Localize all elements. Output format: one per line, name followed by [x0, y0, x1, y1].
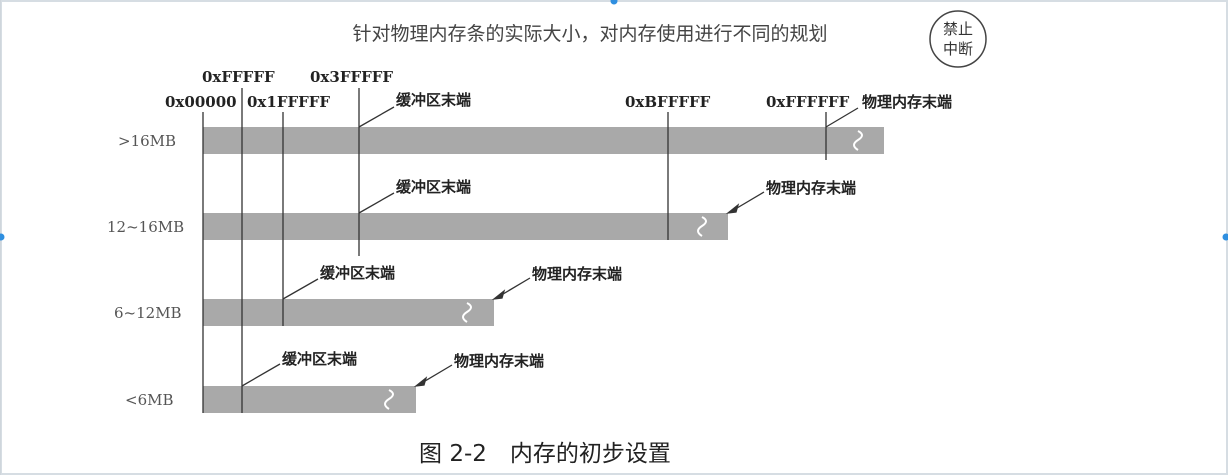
resize-handle-right[interactable]	[1222, 233, 1228, 241]
addr-label-0xBFFFFF: 0xBFFFFF	[625, 93, 711, 111]
arrowhead-end-4	[413, 376, 428, 387]
stamp-circle	[929, 10, 987, 68]
leader-buffer-1	[358, 106, 395, 128]
leader-lines	[241, 106, 859, 387]
resize-handle-top[interactable]	[610, 0, 618, 5]
figure-caption: 图 2-2 内存的初步设置	[419, 441, 671, 467]
leader-buffer-3	[282, 278, 319, 300]
break-marks	[384, 130, 863, 410]
row-size-gt16mb: >16MB	[118, 132, 176, 150]
arrowhead-end-2	[725, 203, 740, 214]
bar-gt16mb	[203, 127, 884, 154]
leader-buffer-4	[241, 363, 281, 387]
bar-lt6mb	[203, 386, 416, 413]
address-lines	[202, 88, 827, 413]
diagram-title: 针对物理内存条的实际大小，对内存使用进行不同的规划	[352, 23, 827, 45]
stamp-line2: 中断	[943, 40, 973, 58]
bar-6-12mb	[203, 299, 494, 326]
bar-12-16mb	[203, 213, 728, 240]
stamp: 禁止 中断	[929, 10, 987, 68]
break-mark-1	[853, 130, 863, 151]
addr-label-0xFFFFF: 0xFFFFF	[202, 68, 275, 86]
addr-label-0x3FFFFF: 0x3FFFFF	[310, 68, 393, 86]
buffer-end-label-4: 缓冲区末端	[282, 350, 357, 368]
memory-end-label-2: 物理内存末端	[766, 179, 856, 197]
memory-end-label-3: 物理内存末端	[532, 265, 622, 283]
leader-end-1	[825, 107, 859, 128]
addr-label-0xFFFFFF: 0xFFFFFF	[766, 93, 850, 111]
break-mark-3	[462, 302, 472, 323]
row-size-lt6mb: <6MB	[125, 391, 174, 409]
row-size-12-16mb: 12~16MB	[107, 218, 184, 236]
break-mark-2	[697, 216, 707, 237]
memory-end-label-1: 物理内存末端	[862, 93, 952, 111]
arrowhead-end-3	[491, 289, 506, 300]
buffer-end-label-3: 缓冲区末端	[320, 264, 395, 282]
addr-label-0x1FFFFF: 0x1FFFFF	[247, 93, 330, 111]
row-size-6-12mb: 6~12MB	[114, 304, 182, 322]
addr-label-0x00000: 0x00000	[165, 93, 237, 111]
break-mark-4	[384, 389, 394, 410]
stamp-line1: 禁止	[943, 20, 973, 38]
resize-handle-left[interactable]	[0, 233, 5, 241]
buffer-end-label-1: 缓冲区末端	[396, 91, 471, 109]
memory-end-label-4: 物理内存末端	[454, 352, 544, 370]
buffer-end-label-2: 缓冲区末端	[396, 178, 471, 196]
leader-buffer-2	[358, 192, 395, 214]
